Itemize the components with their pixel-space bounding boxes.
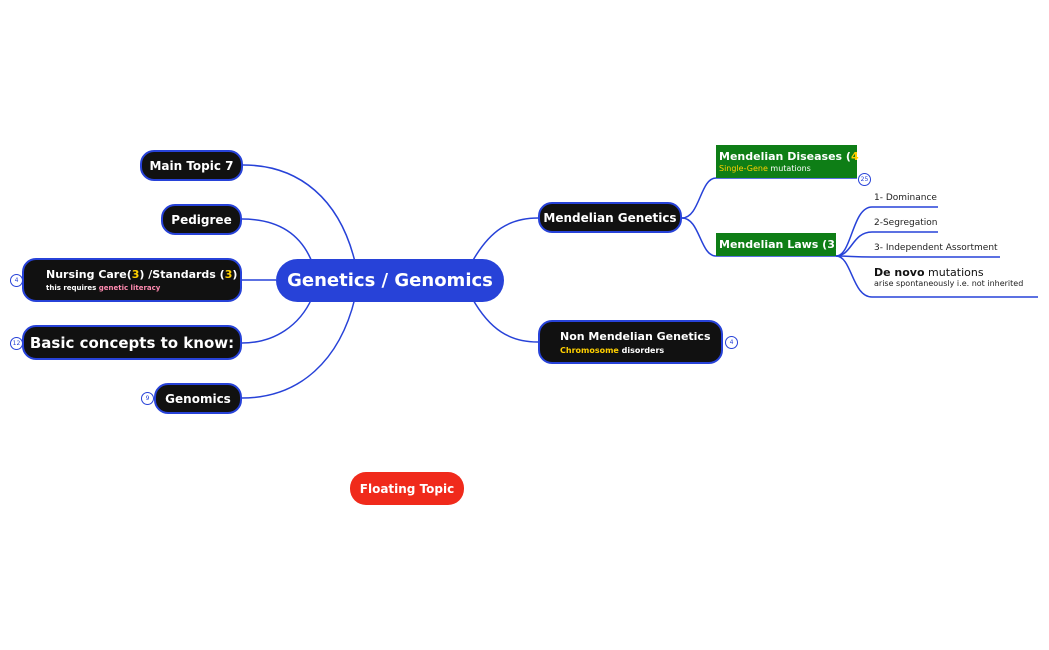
topic-mendelian-diseases[interactable]: Mendelian Diseases (4) Single-Gene mutat…	[716, 145, 864, 178]
mendelian-laws-label: Mendelian Laws (3)	[719, 238, 840, 251]
central-topic-label: Genetics / Genomics	[287, 270, 493, 291]
link-de-novo	[835, 255, 1038, 298]
link-main-topic-7	[242, 164, 356, 263]
link-basic-concepts	[241, 297, 313, 344]
non-mendelian-label: Non Mendelian Genetics	[560, 329, 711, 343]
topic-mendelian-genetics[interactable]: Mendelian Genetics	[538, 202, 682, 233]
topic-mendelian-laws[interactable]: Mendelian Laws (3)	[716, 233, 840, 256]
topic-nursing-care[interactable]: Nursing Care(3) /Standards (3) this requ…	[22, 258, 242, 302]
mendelian-diseases-note: Single-Gene mutations	[719, 164, 811, 173]
genomics-label: Genomics	[165, 391, 231, 406]
central-topic[interactable]: Genetics / Genomics	[276, 259, 504, 302]
topic-pedigree[interactable]: Pedigree	[161, 204, 242, 235]
link-law-2	[835, 231, 938, 257]
nursing-care-label: Nursing Care(3) /Standards (3)	[46, 268, 238, 281]
topic-basic-concepts[interactable]: Basic concepts to know:	[22, 325, 242, 360]
link-genomics	[241, 297, 356, 399]
law-item-2[interactable]: 2-Segregation	[874, 218, 938, 228]
main-topic-7-label: Main Topic 7	[149, 158, 234, 173]
nursing-care-collapse-badge[interactable]: 4	[10, 274, 23, 287]
law-item-1[interactable]: 1- Dominance	[874, 193, 937, 203]
non-mendelian-collapse-badge[interactable]: 4	[725, 336, 738, 349]
link-pedigree	[241, 218, 313, 263]
mendelian-genetics-label: Mendelian Genetics	[543, 210, 677, 225]
topic-non-mendelian-genetics[interactable]: Non Mendelian Genetics Chromosome disord…	[538, 320, 723, 364]
non-mendelian-note: Chromosome disorders	[560, 345, 665, 355]
de-novo-note: arise spontaneously i.e. not inherited	[874, 279, 1024, 288]
link-law-1	[835, 206, 938, 257]
mendelian-diseases-label: Mendelian Diseases (4)	[719, 150, 864, 163]
link-mendelian-genetics	[471, 217, 539, 263]
topic-main-topic-7[interactable]: Main Topic 7	[140, 150, 243, 181]
de-novo-label: De novo mutations	[874, 266, 984, 279]
link-mendelian-diseases	[681, 177, 717, 219]
floating-topic[interactable]: Floating Topic	[350, 472, 464, 505]
nursing-care-note: this requires genetic literacy	[46, 284, 161, 292]
basic-concepts-label: Basic concepts to know:	[29, 333, 235, 352]
genomics-collapse-badge[interactable]: 9	[141, 392, 154, 405]
law-item-3[interactable]: 3- Independent Assortment	[874, 243, 998, 253]
basic-concepts-collapse-badge[interactable]: 12	[10, 337, 23, 350]
pedigree-label: Pedigree	[171, 212, 232, 227]
mendelian-diseases-collapse-badge[interactable]: 25	[858, 173, 871, 186]
link-non-mendelian	[471, 297, 539, 343]
topic-de-novo[interactable]: De novo mutations arise spontaneously i.…	[874, 266, 1023, 288]
floating-topic-label: Floating Topic	[359, 481, 455, 496]
link-mendelian-laws	[681, 217, 717, 257]
topic-genomics[interactable]: Genomics	[154, 383, 242, 414]
link-law-3	[835, 255, 1000, 258]
